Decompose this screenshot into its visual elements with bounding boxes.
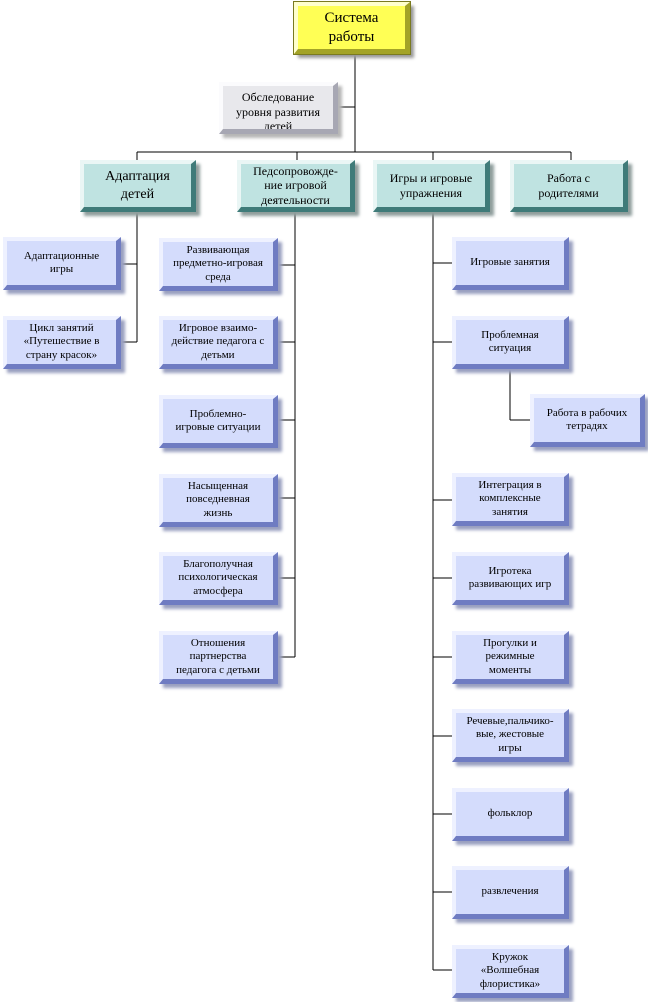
item-label: развлечения (481, 885, 539, 898)
games-item: Проблемная ситуация (452, 316, 569, 369)
support-item: Развивающая предметно-игровая среда (159, 238, 278, 291)
item-label: Игровые занятия (470, 256, 550, 269)
adaptation-item: Адаптационные игры (3, 237, 121, 290)
item-label: Насыщенная повседневная жизнь (186, 479, 250, 519)
games-item: Кружок «Волшебная флористика» (452, 945, 569, 998)
games-item: Прогулки и режимные моменты (452, 631, 569, 684)
branch-label: Педсопровожде-ние игровой деятельности (253, 163, 338, 207)
games-item: Интеграция в комплексные занятия (452, 473, 569, 526)
adaptation-item: Цикл занятий «Путешествие в страну красо… (3, 316, 121, 369)
item-label: Игровое взаимо-действие педагога с детьм… (171, 321, 265, 361)
item-label: Речевые,пальчико-вые, жестовые игры (466, 714, 554, 754)
item-label: Проблемная ситуация (481, 328, 539, 354)
branch-parents: Работа с родителями (510, 160, 628, 212)
item-label: Благополучная психологическая атмосфера (178, 557, 258, 597)
games-item: Игровые занятия (452, 237, 569, 290)
branch-label: Работа с родителями (538, 170, 599, 200)
support-item: Насыщенная повседневная жизнь (159, 474, 278, 527)
branch-adaptation: Адаптация детей (80, 160, 196, 212)
support-item: Проблемно-игровые ситуации (159, 395, 278, 448)
item-label: Интеграция в комплексные занятия (478, 478, 542, 518)
root-label: Система работы (324, 10, 379, 45)
branch-label: Игры и игровые упражнения (389, 170, 473, 200)
survey-node: Обследование уровня развития детей (219, 82, 338, 134)
games-item: Речевые,пальчико-вые, жестовые игры (452, 709, 569, 762)
item-label: Работа в рабочих тетрадях (546, 406, 628, 432)
item-label: Кружок «Волшебная флористика» (479, 950, 541, 990)
item-label: Развивающая предметно-игровая среда (173, 243, 263, 283)
item-label: Игротека развивающих игр (468, 564, 552, 590)
support-item: Игровое взаимо-действие педагога с детьм… (159, 316, 278, 369)
support-item: Благополучная психологическая атмосфера (159, 552, 278, 605)
workbook-item: Работа в рабочих тетрадях (530, 394, 645, 447)
branch-support: Педсопровожде-ние игровой деятельности (237, 160, 355, 212)
support-item: Отношения партнерства педагога с детьми (159, 631, 278, 684)
branch-label: Адаптация детей (105, 169, 170, 202)
item-label: Отношения партнерства педагога с детьми (176, 636, 260, 676)
item-label: Цикл занятий «Путешествие в страну красо… (23, 321, 100, 361)
item-label: Прогулки и режимные моменты (483, 636, 537, 676)
root-node: Система работы (293, 1, 411, 55)
item-label: Адаптационные игры (23, 249, 100, 275)
item-label: фольклор (487, 807, 533, 820)
item-label: Проблемно-игровые ситуации (175, 407, 261, 433)
survey-label: Обследование уровня развития детей (236, 90, 320, 134)
games-item: Игротека развивающих игр (452, 552, 569, 605)
branch-games: Игры и игровые упражнения (373, 160, 490, 212)
games-item: развлечения (452, 866, 569, 919)
games-item: фольклор (452, 788, 569, 841)
